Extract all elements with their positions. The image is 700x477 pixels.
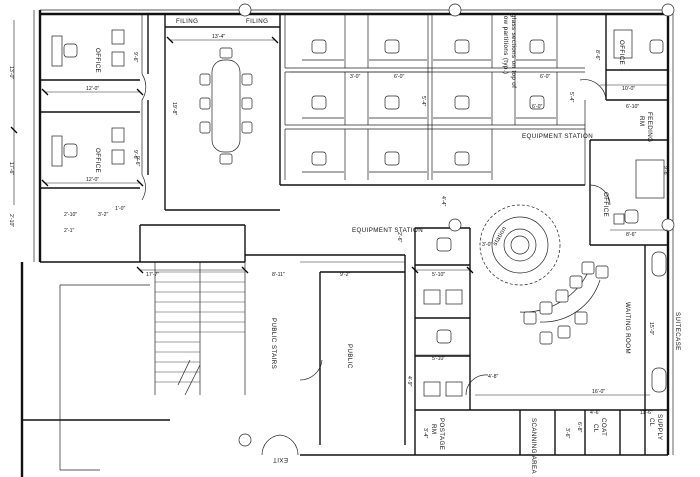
walls xyxy=(20,9,674,477)
room-label-supply: SUPPLY xyxy=(656,414,663,440)
dim-label: 2'-10" xyxy=(64,212,77,218)
dim-label: 9'-2" xyxy=(340,272,350,278)
room-label-exit: EXIT xyxy=(273,456,288,463)
reception-chairs xyxy=(423,237,463,397)
room-label-coat-cl: CL xyxy=(592,424,599,433)
public-stairs xyxy=(59,262,246,471)
dim-label: 17'-7" xyxy=(146,272,159,278)
room-label-equipment-1: EQUIPMENT STATION xyxy=(522,133,593,140)
dim-label: 13'-4" xyxy=(212,34,225,40)
room-label-coat: COAT xyxy=(600,418,607,436)
room-label-office-nw-1: OFFICE xyxy=(94,48,101,73)
room-label-public-stairs: PUBLIC STAIRS xyxy=(270,318,277,369)
note-glass-line-1: glass sections on top of xyxy=(510,14,517,88)
room-label-postage-rm: RM xyxy=(430,424,437,434)
room-label-office-e: OFFICE xyxy=(602,192,609,217)
dimension-labels: 12'-0" 12'-0" 13'-4" 9'-6" 9'-6" 19'-8" … xyxy=(8,34,668,438)
dim-label: 9'-6" xyxy=(132,52,138,62)
dim-label: 11'-6" xyxy=(640,410,653,416)
reception-station xyxy=(479,204,561,286)
dim-label: 15'-0" xyxy=(648,322,654,335)
dim-label: 3'-6" xyxy=(564,428,570,438)
room-label-filing-2: FILING xyxy=(246,18,268,25)
room-label-feeding-rm: RM xyxy=(638,116,645,126)
dim-label: 9'-6" xyxy=(662,166,668,176)
columns xyxy=(238,3,675,447)
dim-label: 5'-10" xyxy=(432,356,445,362)
doors xyxy=(141,73,611,456)
note-glass-line-2: low partitions (typ.) xyxy=(502,14,509,74)
dim-label: 3'-2" xyxy=(98,212,108,218)
dim-label: 2'-10" xyxy=(8,214,14,227)
dim-label: 16'-0" xyxy=(592,389,605,395)
dim-label: 4'-4" xyxy=(440,196,446,206)
dim-label: 6'-8" xyxy=(576,422,582,432)
dim-label: 12'-0" xyxy=(86,86,99,92)
office-furniture xyxy=(51,29,665,225)
dim-label: 10'-0" xyxy=(622,86,635,92)
room-label-feeding: FEEDING xyxy=(646,112,653,142)
dim-label: 9'-6" xyxy=(132,150,138,160)
dim-label: 3'-0" xyxy=(350,74,360,80)
room-label-filing-1: FILING xyxy=(176,18,198,25)
dim-label: 8'-11" xyxy=(272,272,285,278)
room-label-office-nw-2: OFFICE xyxy=(94,148,101,173)
dim-label: 8'-6" xyxy=(594,50,600,60)
dim-label: 9'-6" xyxy=(134,156,140,166)
dim-label: 8'-6" xyxy=(626,232,636,238)
dim-label: 12'-0" xyxy=(86,177,99,183)
room-label-suitecase: SUITECASE xyxy=(674,312,681,351)
dim-label: 6'-0" xyxy=(532,104,542,110)
dim-label: 2'-6" xyxy=(396,232,402,242)
dimension-lines xyxy=(10,20,668,396)
dim-label: 19'-8" xyxy=(171,102,177,115)
dim-label: 2'-1" xyxy=(64,228,74,234)
room-label-public: PUBLIC xyxy=(346,344,353,369)
dim-label: 6'-0" xyxy=(540,74,550,80)
conference-table xyxy=(199,47,253,165)
room-label-waiting-room: WAITING ROOM xyxy=(624,302,631,354)
dim-label: 13'-0" xyxy=(8,66,14,79)
dim-label: 5'-4" xyxy=(420,96,426,106)
waiting-seating xyxy=(519,251,667,393)
workstation-chairs xyxy=(311,39,545,166)
dim-label: 3'-0" xyxy=(482,242,492,248)
dim-label: 5'-10" xyxy=(432,272,445,278)
room-label-station: station xyxy=(492,225,509,247)
room-label-scanning-area: SCANNING AREA xyxy=(530,418,537,475)
room-label-supply-cl: CL xyxy=(648,418,655,427)
dim-label: 3'-4" xyxy=(422,428,428,438)
room-label-equipment-2: EQUIPMENT STATION xyxy=(352,227,423,234)
dim-label: 5'-4" xyxy=(568,92,574,102)
dim-label: 1'-0" xyxy=(115,206,125,212)
dim-label: 4'-6" xyxy=(590,410,600,416)
dim-label: 4'-9" xyxy=(406,376,412,386)
room-label-postage: POSTAGE xyxy=(438,418,445,450)
dim-label: 6'-10" xyxy=(626,104,639,110)
dim-label: 4'-8" xyxy=(488,374,498,380)
dim-label: 17'-6" xyxy=(8,162,14,175)
room-labels: OFFICE OFFICE OFFICE OFFICE FILING FILIN… xyxy=(94,14,681,475)
room-label-office-ne: OFFICE xyxy=(618,40,625,65)
dim-label: 6'-0" xyxy=(394,74,404,80)
